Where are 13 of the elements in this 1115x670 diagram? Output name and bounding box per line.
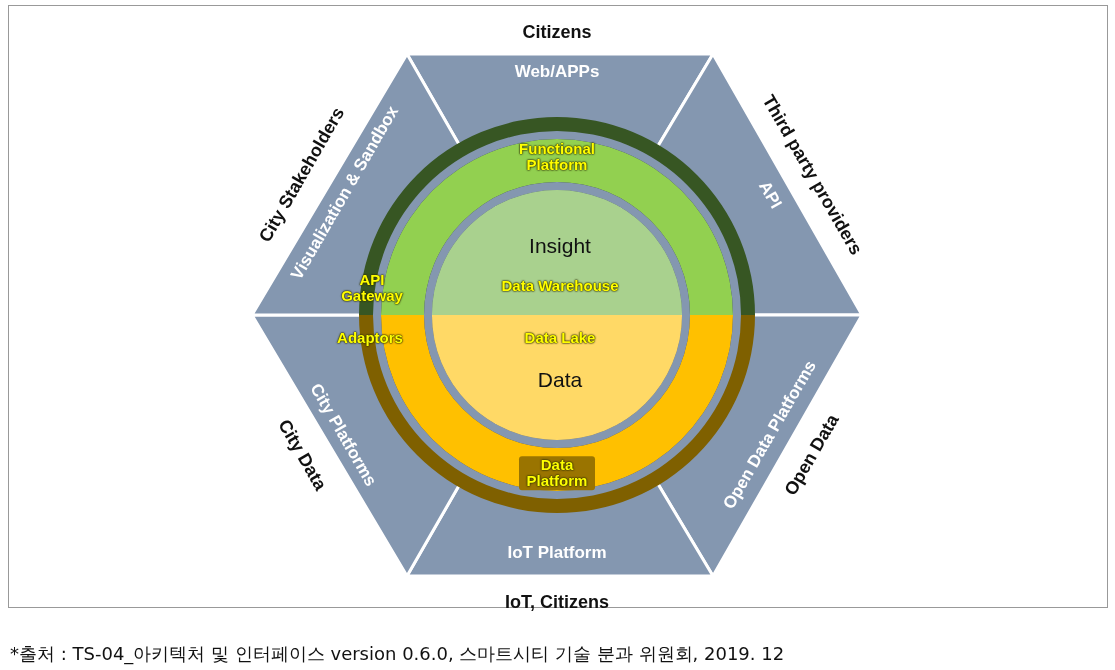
ring-label: Functional Platform [518,141,596,173]
ring-label: Data Warehouse [501,278,619,294]
segment-label: Web/APPs [514,63,600,81]
segment-label: IoT Platform [507,544,607,562]
outer-label: IoT, Citizens [505,592,609,612]
source-caption: *출처 : TS-04_아키텍처 및 인터페이스 version 0.6.0, 스마트시티 기술 분과 위원회, 2019. 12 [10,642,785,666]
ring-label: Adaptors [337,330,403,346]
ring-label: Data Platform [519,456,595,490]
ring-label: Data Lake [524,330,596,346]
center-label: Data [537,369,583,391]
segment-label: API [755,178,785,212]
center-label: Insight [529,235,591,257]
outer-label: Citizens [522,22,592,42]
